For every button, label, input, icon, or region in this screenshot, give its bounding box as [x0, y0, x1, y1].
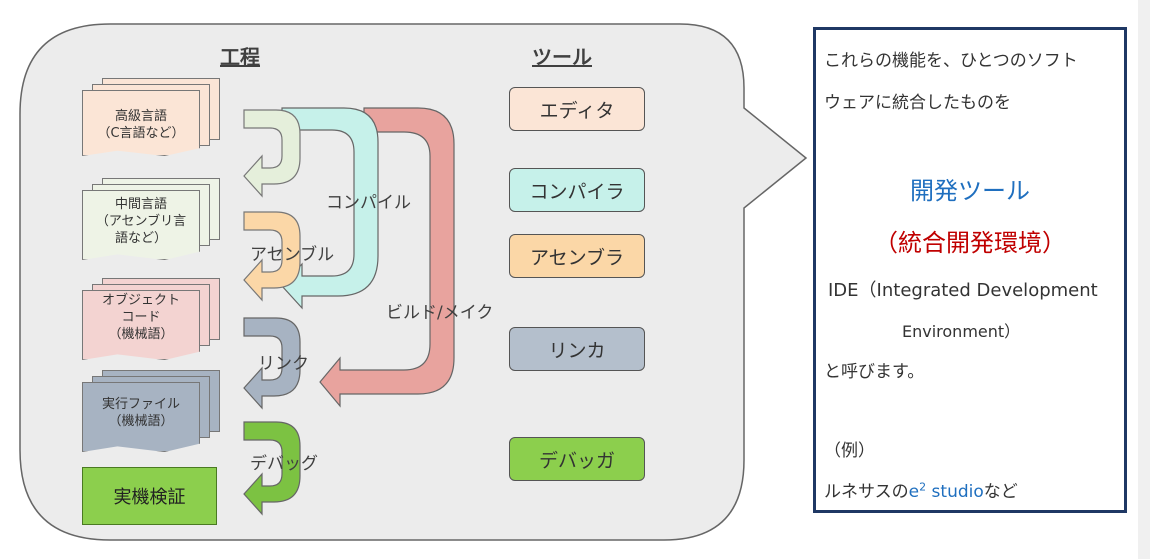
example-label: （例）: [824, 441, 875, 461]
example-brand-sup: 2: [919, 480, 927, 494]
intermediate-language-doc: 中間言語 （アセンブリ言 語など）: [82, 178, 222, 262]
build-arrow: [319, 107, 455, 408]
example-text: ルネサスのe2 studioなど: [824, 477, 1018, 502]
link-arrow: [243, 317, 301, 410]
executable-file-sub: （機械語）: [108, 414, 174, 429]
ide-full-name-1: IDE（Integrated Development: [828, 280, 1098, 301]
dev-tool-title: 開発ツール: [910, 177, 1030, 205]
tool-linker: リンカ: [509, 327, 645, 371]
debug-flow-label: デバッグ: [250, 454, 318, 474]
tool-assembler: アセンブラ: [509, 234, 645, 278]
debug-arrow: [243, 421, 301, 516]
executable-file-label: 実行ファイル: [101, 397, 180, 412]
tool-debugger: デバッガ: [509, 437, 645, 481]
object-code-label: オブジェクト: [101, 293, 180, 308]
compile-short-arrow: [243, 109, 301, 198]
high-level-language-doc: 高級言語 （C言語など）: [82, 78, 222, 158]
tool-compiler: コンパイラ: [509, 168, 645, 212]
ide-explanation-panel: これらの機能を、ひとつのソフト ウェアに統合したものを 開発ツール （統合開発環…: [813, 27, 1127, 513]
compile-flow-label: コンパイル: [326, 193, 411, 213]
tools-header: ツール: [532, 45, 592, 69]
side-line-2: ウェアに統合したものを: [824, 93, 1011, 113]
ide-full-name-2: Environment）: [902, 322, 1021, 341]
build-flow-label: ビルド/メイク: [386, 303, 494, 323]
high-level-language-sub: （C言語など）: [97, 126, 185, 141]
assemble-arrow: [243, 211, 301, 302]
intermediate-language-sub2: 語など）: [114, 231, 167, 246]
side-line-1: これらの機能を、ひとつのソフト: [824, 51, 1078, 71]
example-suffix: など: [983, 482, 1018, 502]
high-level-language-label: 高級言語: [114, 109, 167, 124]
scrollbar[interactable]: [1138, 0, 1150, 559]
verification-box: 実機検証: [82, 467, 217, 525]
executable-file-doc: 実行ファイル （機械語）: [82, 370, 222, 454]
side-line-3: と呼びます。: [824, 362, 925, 382]
intermediate-language-sub1: （アセンブリ言: [95, 214, 187, 229]
example-brand-rest: studio: [926, 482, 984, 502]
example-brand-e: e: [908, 482, 920, 502]
example-prefix: ルネサスの: [824, 482, 909, 502]
object-code-doc: オブジェクト コード （機械語）: [82, 278, 222, 362]
tool-editor: エディタ: [509, 87, 645, 131]
object-code-sub2: （機械語）: [108, 327, 174, 342]
example-brand: e2 studio: [908, 480, 984, 502]
object-code-sub1: コード: [121, 310, 161, 325]
assemble-flow-label: アセンブル: [250, 245, 335, 265]
link-flow-label: リンク: [258, 354, 309, 374]
process-header: 工程: [220, 45, 260, 69]
ide-title: （統合開発環境）: [874, 229, 1066, 257]
intermediate-language-label: 中間言語: [114, 197, 167, 212]
